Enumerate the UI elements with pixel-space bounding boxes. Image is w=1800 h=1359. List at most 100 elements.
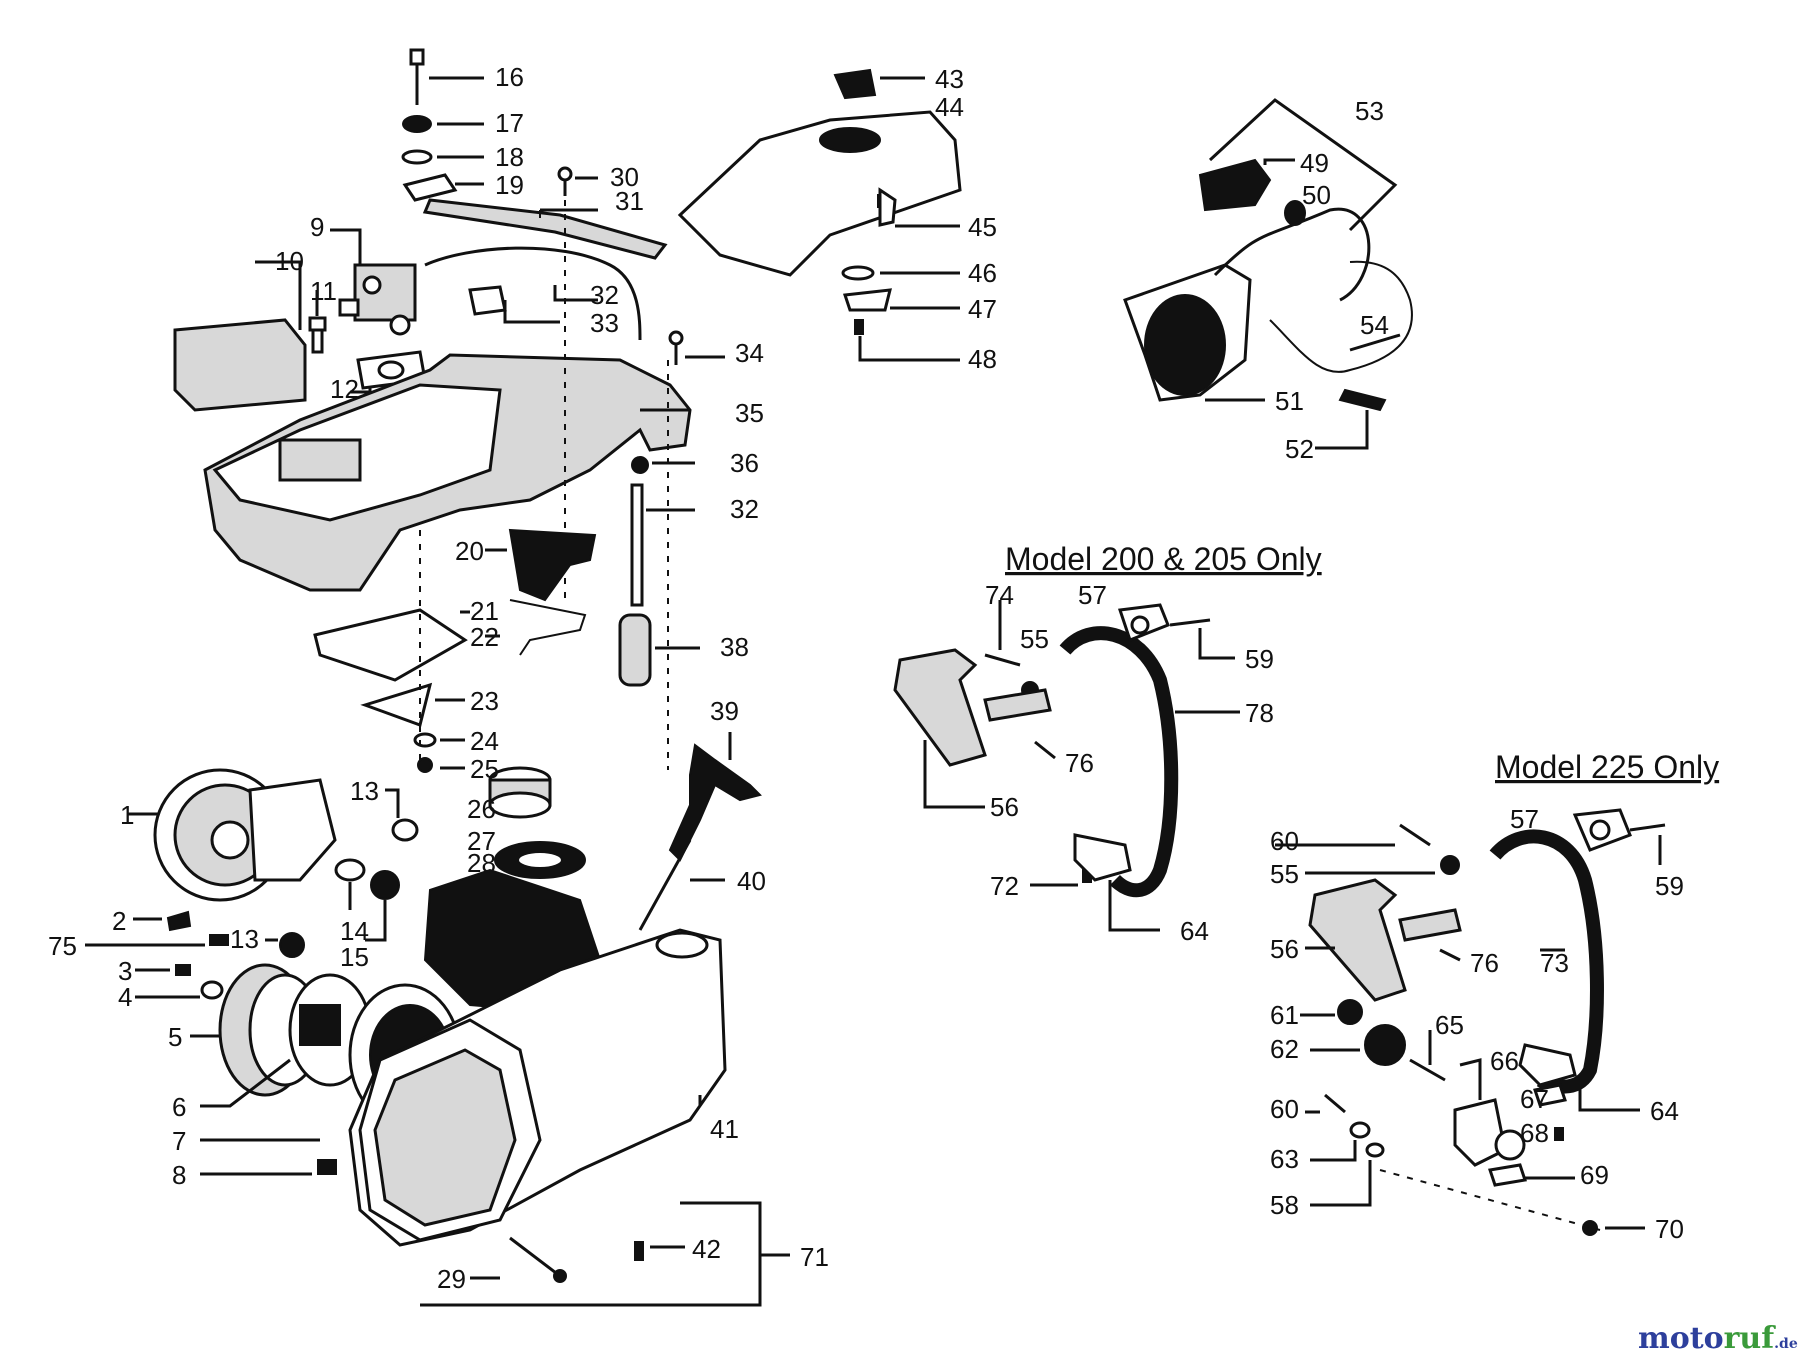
callout-48: 48 [968,344,997,374]
rope-40 [638,839,725,931]
callout-40: 40 [737,866,766,896]
callout-20: 20 [455,536,484,566]
carburetor-9 [330,228,417,336]
callout-11: 11 [310,276,337,306]
callout-18: 18 [495,142,524,172]
washer-14 [334,858,366,910]
callout-56: 56 [990,792,1019,822]
boot-20 [485,528,597,602]
handle-78 [1059,626,1240,898]
knob-43 [833,68,925,100]
screw-48 [854,319,960,362]
screw-60a [1275,823,1431,847]
bracket-47 [842,288,960,312]
callout-15: 15 [340,942,369,972]
spring-13b [265,932,305,958]
callout-19: 19 [495,170,524,200]
callout-32: 32 [590,280,619,310]
screw-8 [200,1159,337,1176]
callout-34: 34 [735,338,764,368]
bracket-57a [1117,603,1170,642]
screw-25 [417,757,465,773]
bracket-71 [420,1201,790,1307]
callout-6: 6 [172,1092,186,1122]
bolt-16 [409,48,484,105]
callout-50: 50 [1302,180,1331,210]
callout-31: 31 [615,186,644,216]
screw-34 [668,330,725,365]
callout-44: 44 [935,92,964,122]
screw-59b [1629,823,1666,865]
guard-56a [893,648,987,809]
callout-51: 51 [1275,386,1304,416]
nut-15 [365,870,400,942]
cover-44 [677,110,962,277]
title-model-225: Model 225 Only [1495,749,1719,785]
callout-67: 67 [1520,1084,1549,1114]
pin-65 [1409,1030,1446,1082]
washer-18 [401,149,484,165]
callout-47: 47 [968,294,997,324]
callout-71: 71 [800,1242,829,1272]
callout-55: 55 [1270,859,1299,889]
key-2 [133,910,192,932]
callout-42: 42 [692,1234,721,1264]
shroud-strip-31 [422,198,668,260]
washer-4 [135,980,224,1000]
callout-1: 1 [120,800,134,830]
wire-54 [1269,260,1413,373]
callout-57: 57 [1510,804,1539,834]
callout-76: 76 [1065,748,1094,778]
starter-handle-39 [668,732,762,862]
callout-27: 27 [467,826,496,856]
callout-45: 45 [968,212,997,242]
screw-68 [1554,1127,1564,1141]
callout-68: 68 [1520,1118,1549,1148]
callout-55: 55 [1020,624,1049,654]
callout-2: 2 [112,906,126,936]
screw-74 [984,600,1021,667]
washer-58 [1310,1142,1385,1207]
callout-7: 7 [172,1126,186,1156]
callout-3: 3 [118,956,132,986]
callout-61: 61 [1270,1000,1299,1030]
gasket-21 [313,608,470,682]
callout-9: 9 [310,212,324,242]
callout-28: 28 [467,848,496,878]
handle-73 [1489,829,1604,1094]
title-model-200-205: Model 200 & 205 Only [1005,541,1322,577]
nut-61 [1300,999,1363,1025]
callout-14: 14 [340,916,369,946]
washer-24 [413,732,465,748]
callout-66: 66 [1490,1046,1519,1076]
screw-60b [1305,1093,1346,1114]
callout-38: 38 [720,632,749,662]
callout-62: 62 [1270,1034,1299,1064]
spring-13a [385,788,419,842]
wire-22 [485,599,587,656]
callout-49: 49 [1300,148,1329,178]
screw-3 [135,964,191,976]
nut-70 [1582,1220,1645,1236]
callout-74: 74 [985,580,1014,610]
fuel-filter-38 [618,613,700,687]
bracket-53 [1208,98,1398,232]
screw-42 [634,1241,685,1261]
callout-25: 25 [470,754,499,784]
callout-54: 54 [1360,310,1389,340]
screw-11 [308,290,327,354]
screw-52 [1315,388,1387,450]
callout-13: 13 [230,924,259,954]
callout-12: 12 [330,374,359,404]
bracket-19 [402,173,484,202]
air-filter-10 [173,260,307,412]
callout-43: 43 [935,64,964,94]
callout-69: 69 [1580,1160,1609,1190]
cap-26 [488,766,552,819]
callout-78: 78 [1245,698,1274,728]
callout-13: 13 [350,776,379,806]
callout-33: 33 [590,308,619,338]
